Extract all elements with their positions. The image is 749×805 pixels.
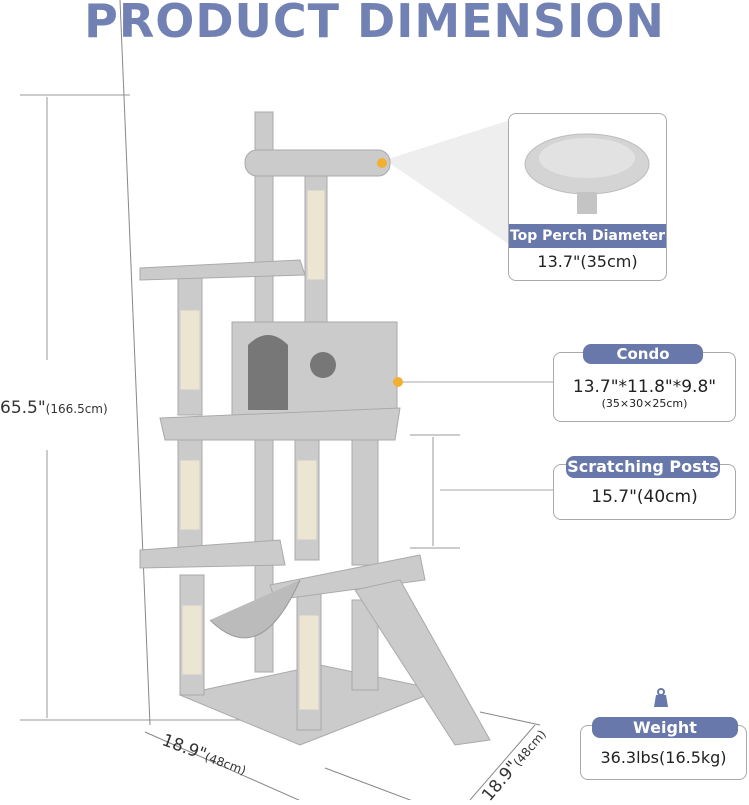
condo-label: Condo Interior [583,344,703,383]
height-dimension: 65.5"(166.5cm) [0,398,108,418]
weight-icon [654,688,668,707]
height-inches: 65.5" [0,398,46,418]
condo-value: 13.7"*11.8"*9.8" [572,377,717,397]
height-cm: (166.5cm) [45,402,108,416]
top-perch [244,149,391,177]
top-perch-value: 13.7"(35cm) [537,252,638,271]
weight-label: Weight [592,717,738,738]
zoom-beam [385,120,510,245]
page-title: PRODUCT DIMENSION [84,0,665,48]
scratching-value: 15.7"(40cm) [591,487,698,507]
scratching-label: Scratching Posts [566,456,720,478]
top-perch-photo [524,133,650,214]
top-perch-label: Top Perch Diameter [509,224,666,248]
condo-sub: (35×30×25cm) [601,397,688,410]
top-perch-card: Top Perch Diameter 13.7"(35cm) [508,113,667,281]
weight-value: 36.3lbs(16.5kg) [600,748,727,767]
height-dimension-line [20,94,275,721]
